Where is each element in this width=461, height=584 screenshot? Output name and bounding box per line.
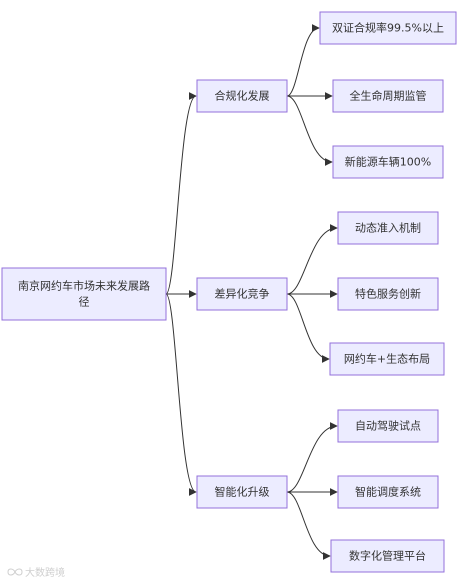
branch-node-2-box	[196, 277, 288, 311]
leaf-node-1-1-box	[319, 11, 457, 45]
leaf-node-2-1-label: 动态准入机制	[355, 221, 421, 235]
watermark: 大数跨境	[7, 566, 65, 579]
leaf-node-1-3-label: 新能源车辆100%	[345, 155, 431, 169]
branch-node-3-label: 智能化升级	[215, 485, 270, 499]
leaf-node-2-1: 动态准入机制	[337, 211, 439, 245]
leaf-node-3-1-label: 自动驾驶试点	[355, 419, 421, 433]
infinity-logo-icon	[7, 568, 23, 576]
branch-node-3-box	[196, 475, 288, 509]
leaf-node-1-2: 全生命周期监管	[332, 79, 444, 113]
edge-branch-2-to-leaf-1	[286, 224, 338, 295]
leaf-node-2-3-label: 网约车+生态布局	[344, 352, 430, 366]
edge-root-to-branch-1	[165, 92, 197, 295]
leaf-node-3-3: 数字化管理平台	[330, 539, 445, 573]
edges-layer	[165, 24, 338, 560]
root-node-label: 径	[79, 296, 90, 309]
leaf-node-2-2: 特色服务创新	[337, 277, 439, 311]
leaf-node-2-2-label: 特色服务创新	[355, 287, 421, 301]
leaf-node-3-3-label: 数字化管理平台	[349, 549, 426, 563]
edge-branch-1-to-leaf-3	[286, 95, 333, 166]
watermark-text: 大数跨境	[25, 566, 65, 579]
edge-branch-3-to-leaf-1	[286, 422, 338, 493]
leaf-node-1-3: 新能源车辆100%	[332, 145, 444, 179]
leaf-node-2-3: 网约车+生态布局	[329, 342, 445, 376]
edge-branch-1-to-leaf-1	[286, 24, 320, 97]
branch-node-3: 智能化升级	[196, 475, 288, 509]
edge-branch-3-to-leaf-3	[286, 491, 331, 560]
leaf-node-1-3-box	[332, 145, 444, 179]
leaf-node-2-1-box	[337, 211, 439, 245]
leaf-node-1-2-label: 全生命周期监管	[350, 89, 427, 103]
branch-node-1-label: 合规化发展	[215, 89, 270, 103]
leaf-node-3-2-label: 智能调度系统	[355, 485, 421, 499]
branch-node-2: 差异化竞争	[196, 277, 288, 311]
edge-root-to-branch-3	[165, 293, 197, 496]
root-node-label: 南京网约车市场未来发展路	[18, 279, 150, 293]
edge-branch-2-to-leaf-3	[286, 293, 330, 363]
branch-node-1-box	[196, 79, 288, 113]
leaf-node-2-2-box	[337, 277, 439, 311]
leaf-node-1-2-box	[332, 79, 444, 113]
leaf-node-3-2-box	[337, 475, 439, 509]
leaf-node-3-3-box	[330, 539, 445, 573]
leaf-node-2-3-box	[329, 342, 445, 376]
leaf-node-1-1-label: 双证合规率99.5%以上	[332, 21, 444, 35]
branch-node-2-label: 差异化竞争	[215, 287, 270, 301]
leaf-node-3-1: 自动驾驶试点	[337, 409, 439, 443]
leaf-node-3-1-box	[337, 409, 439, 443]
leaf-node-3-2: 智能调度系统	[337, 475, 439, 509]
leaf-node-1-1: 双证合规率99.5%以上	[319, 11, 457, 45]
root-node-box	[1, 267, 167, 321]
branch-node-1: 合规化发展	[196, 79, 288, 113]
